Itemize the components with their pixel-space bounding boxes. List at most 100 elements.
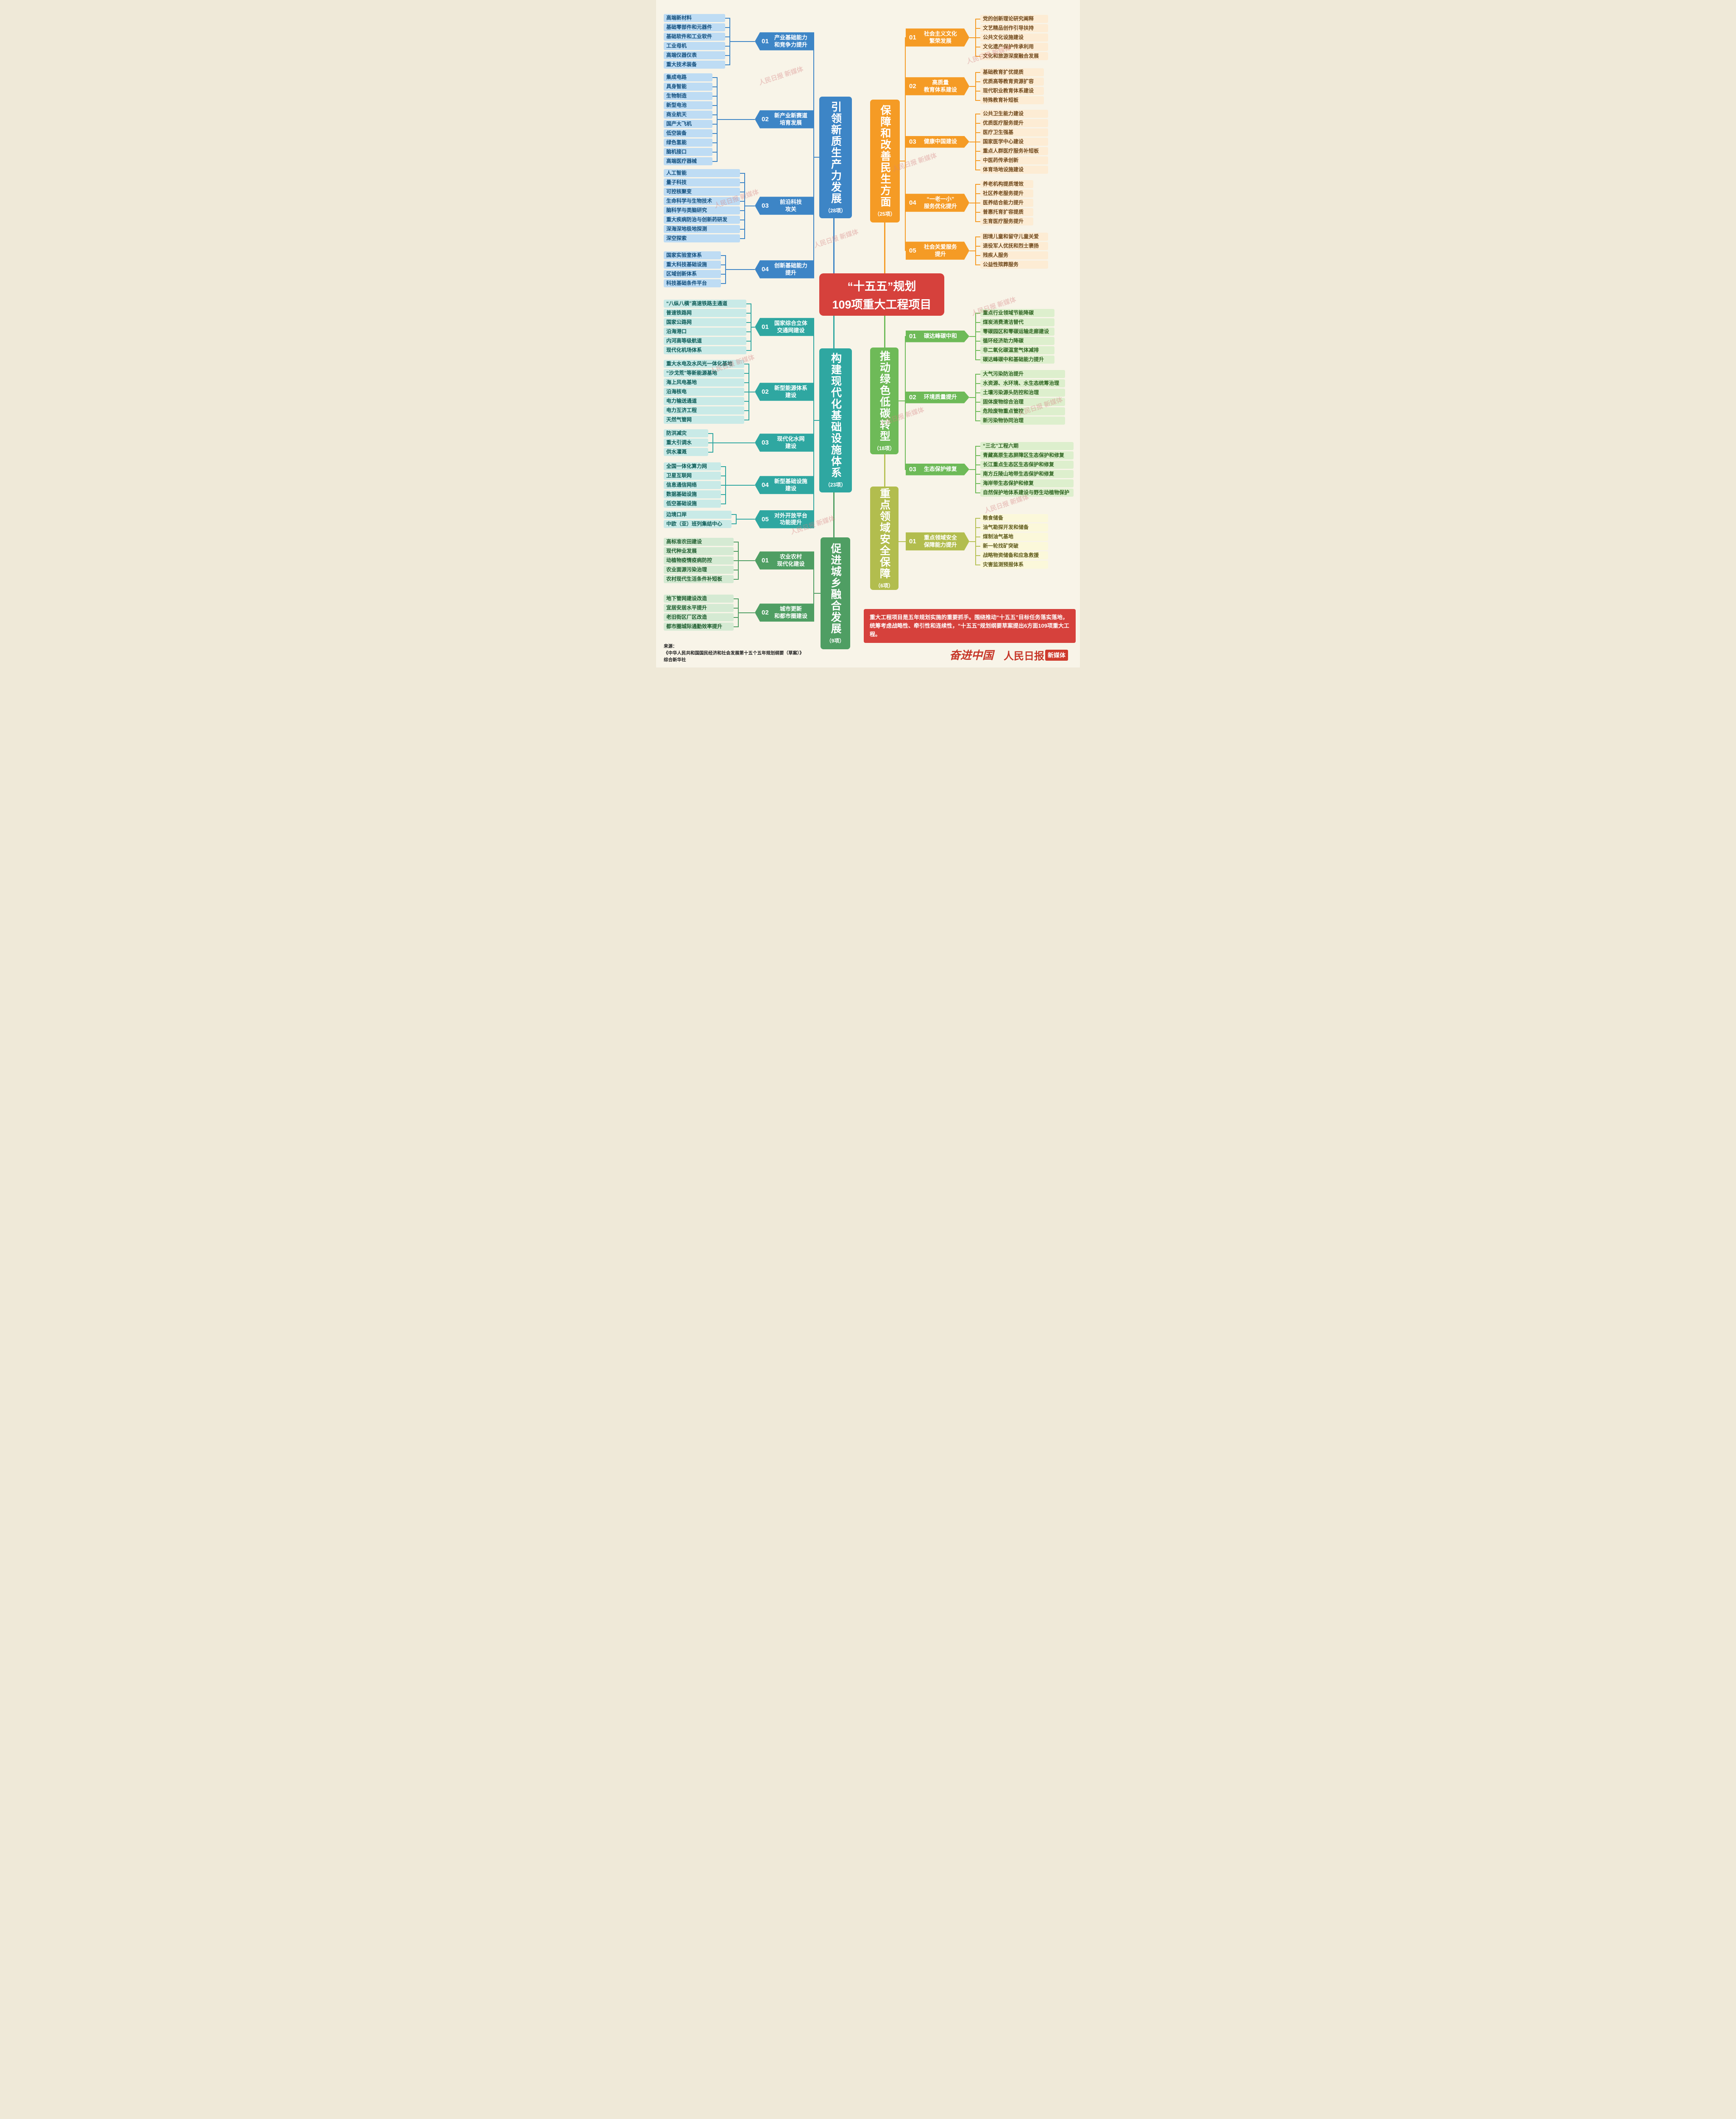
leaf-item: 大气污染防治提升 [975,370,1065,378]
subbranch-number: 04 [909,199,916,206]
leaf-item: 灾害监测预报体系 [975,561,1048,569]
connector-green-boxstub [899,400,905,401]
leaf-item: 现代化机场体系 [664,346,751,354]
leaf-list: 重点行业领域节能降碳 煤炭消费清洁替代 零碳园区和零碳运输走廊建设 循环经济助力… [975,309,1054,364]
branch-title: 构建现代化基础设施体系 [829,353,842,478]
leaf-item: 中医药传承创新 [975,156,1048,164]
subbranch-number: 03 [909,466,916,473]
subbranch-node: 04 “一老一小” 服务优化提升 [906,194,969,212]
subbranch-node: 01 碳达峰碳中和 [906,331,969,342]
group-frontier-tech: 人工智能 量子科技 可控核聚变 生命科学与生物技术 脑科学与类脑研究 重大疾病防… [664,169,814,242]
subbranch-number: 03 [762,439,769,446]
fenjin-china-logo: 奋进中国 [949,649,994,662]
leaf-list: 全国一体化算力网 卫星互联网 信息通信网络 数据基础设施 低空基础设施 [664,462,726,508]
leaf-item: 人工智能 [664,169,745,177]
subbranch-label: 高质量 教育体系建设 [924,79,957,93]
leaf-item: 体育场地设施建设 [975,166,1048,174]
leaf-item: 煤制油气基地 [975,533,1048,541]
connector-stub [726,269,755,270]
connector-orange-trunk [884,222,885,274]
leaf-item: 低空装备 [664,129,718,137]
subbranch-label: 重点领域安全 保障能力提升 [924,534,957,548]
leaf-item: 高端新材料 [664,14,730,22]
leaf-item: 中欧（亚）班列集结中心 [664,520,737,528]
branch-title: 推动绿色低碳转型 [878,350,890,442]
leaf-item: 新污染物协同治理 [975,417,1065,425]
leaf-item: 党的创新理论研究阐释 [975,15,1048,23]
connector-stub [969,37,975,38]
branch-node-infrastructure: 构建现代化基础设施体系 （23项） [819,348,852,492]
subbranch-number: 01 [762,557,769,564]
central-title-line1: “十五五”规划 [847,280,916,293]
leaf-item: 电力输送通道 [664,397,749,405]
subbranch-node: 02 环境质量提升 [906,392,969,403]
leaf-list: 重大水电及水风光一体化基地 “沙戈荒”等新能源基地 海上风电基地 沿海核电 电力… [664,360,749,424]
leaf-item: 科技基础条件平台 [664,279,726,287]
leaf-item: 基础教育扩优提质 [975,68,1044,76]
leaf-item: 青藏高原生态屏障区生态保护和修复 [975,451,1074,459]
leaf-item: 都市圈城际通勤效率提升 [664,623,739,631]
leaf-item: 信息通信网络 [664,481,726,489]
leaf-item: 老旧街区厂区改造 [664,613,739,621]
connector-teal-boxstub [814,420,819,421]
subbranch-number: 05 [909,247,916,254]
subbranch-node: 01 社会主义文化 繁荣发展 [906,28,969,47]
leaf-item: 内河高等级航道 [664,337,751,345]
subbranch-label: 环境质量提升 [924,394,957,400]
leaf-list: 集成电路 具身智能 生物制造 新型电池 商业航天 国产大飞机 低空装备 绿色氢能… [664,73,718,165]
leaf-item: 数据基础设施 [664,490,726,498]
group-industrial-base: 高端新材料 基础零部件和元器件 基础软件和工业软件 工业母机 高端仪器仪表 重大… [664,14,814,69]
subbranch-node: 02 新产业新赛道 培育发展 [755,110,814,128]
leaf-list: 困境儿童和留守儿童关爱 退役军人优抚和烈士褒扬 残疾人服务 公益性殡葬服务 [975,233,1048,269]
subbranch-label: 国家综合立体 交通网建设 [774,320,807,334]
subbranch-label: 对外开放平台 功能提升 [774,512,807,526]
leaf-item: 宜居安居水平提升 [664,604,739,612]
subbranch-node: 02 高质量 教育体系建设 [906,77,969,95]
group-opening-platforms: 边境口岸 中欧（亚）班列集结中心 05 对外开放平台 功能提升 [664,510,814,528]
connector-stub [969,541,975,542]
connector-green-collector [905,336,906,470]
connector-olive-stub [899,541,906,542]
leaf-item: 养老机构提质增效 [975,180,1033,188]
subbranch-label: 新型能源体系 建设 [774,385,807,398]
subbranch-node: 01 农业农村 现代化建设 [755,551,814,570]
leaf-list: 国家实验室体系 重大科技基础设施 区域创新体系 科技基础条件平台 [664,251,726,287]
subbranch-number: 02 [762,388,769,395]
summary-note: 重大工程项目是五年规划实施的重要抓手。围绕推动“十五五”目标任务落实落地，统筹考… [864,609,1076,643]
subbranch-node: 01 重点领域安全 保障能力提升 [906,532,969,551]
subbranch-label: 新型基础设施 建设 [774,478,807,492]
leaf-item: 生育医疗服务提升 [975,217,1033,225]
leaf-item: 深空探索 [664,234,745,242]
leaf-item: 沿海核电 [664,388,749,396]
leaf-list: “三北”工程六期 青藏高原生态屏障区生态保护和修复 长江重点生态区生态保护和修复… [975,442,1074,497]
subbranch-number: 02 [762,609,769,616]
leaf-item: 脑机接口 [664,148,718,156]
connector-green-trunk [884,316,885,348]
leaf-item: 医养结合能力提升 [975,199,1033,207]
branch-title: 促进城乡融合发展 [829,542,841,634]
leaf-item: 公共卫生能力建设 [975,110,1048,118]
leaf-item: 新型电池 [664,101,718,109]
subbranch-number: 03 [909,138,916,145]
connector-stub [739,560,755,561]
leaf-item: 公共文化设施建设 [975,33,1048,42]
connector-stub [969,469,975,470]
group-carbon-peak-neutrality: 01 碳达峰碳中和 重点行业领域节能降碳 煤炭消费清洁替代 零碳园区和零碳运输走… [906,309,1054,364]
subbranch-node: 02 新型能源体系 建设 [755,383,814,401]
leaf-item: 脑科学与类脑研究 [664,206,745,214]
leaf-item: 供水灌溉 [664,448,713,456]
leaf-item: 危险废物重点管控 [975,407,1065,415]
leaf-item: 国产大飞机 [664,120,718,128]
leaf-item: 长江重点生态区生态保护和修复 [975,461,1074,469]
subbranch-label: 农业农村 现代化建设 [777,553,805,567]
leaf-item: 基础零部件和元器件 [664,23,730,31]
leaf-item: 普惠托育扩容提质 [975,208,1033,216]
leaf-item: 生物制造 [664,92,718,100]
connector-blue-collector [813,41,814,270]
subbranch-node: 03 前沿科技 攻关 [755,197,814,215]
leaf-item: 现代职业教育体系建设 [975,87,1044,95]
leaf-item: 动植物疫情疫病防控 [664,556,739,565]
leaf-item: 非二氧化碳温室气体减排 [975,346,1054,354]
leaf-item: 文化遗产保护传承利用 [975,43,1048,51]
subbranch-label: 产业基础能力 和竞争力提升 [774,34,807,48]
